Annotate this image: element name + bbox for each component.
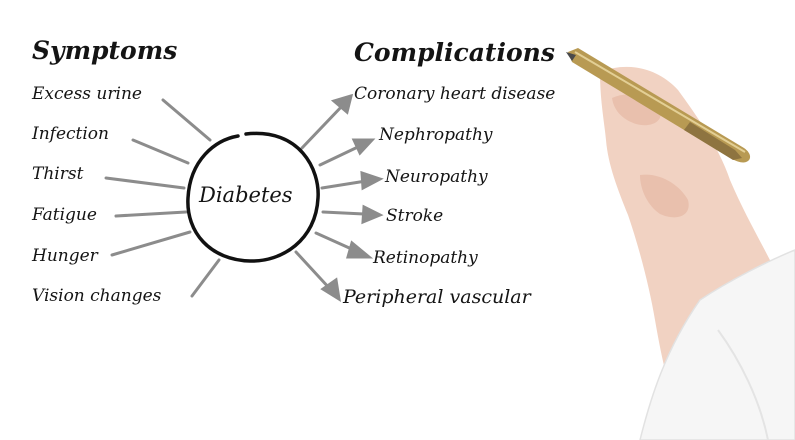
line-fatigue bbox=[114, 210, 188, 218]
symptom-excess-urine: Excess urine bbox=[32, 84, 142, 104]
line-thirst bbox=[104, 176, 186, 190]
hand-illustration bbox=[566, 48, 795, 440]
diabetes-circle bbox=[186, 131, 320, 263]
line-vision bbox=[190, 258, 221, 298]
symptoms-heading: Symptoms bbox=[32, 36, 178, 65]
complication-stroke: Stroke bbox=[386, 206, 444, 226]
symptom-vision-changes: Vision changes bbox=[32, 286, 162, 306]
line-hunger bbox=[110, 230, 192, 257]
symptom-fatigue: Fatigue bbox=[32, 205, 97, 225]
complications-heading: Complications bbox=[354, 38, 555, 67]
complication-coronary: Coronary heart disease bbox=[354, 84, 556, 104]
complication-nephropathy: Nephropathy bbox=[379, 125, 493, 145]
line-excess-urine bbox=[161, 98, 212, 142]
complication-retinopathy: Retinopathy bbox=[373, 248, 478, 268]
complication-peripheral-vascular: Peripheral vascular bbox=[343, 286, 531, 308]
line-infection bbox=[131, 138, 190, 165]
symptom-infection: Infection bbox=[32, 124, 109, 144]
center-label: Diabetes bbox=[199, 183, 293, 207]
symptom-thirst: Thirst bbox=[32, 164, 84, 184]
symptom-hunger: Hunger bbox=[32, 246, 98, 266]
complication-neuropathy: Neuropathy bbox=[385, 167, 488, 187]
